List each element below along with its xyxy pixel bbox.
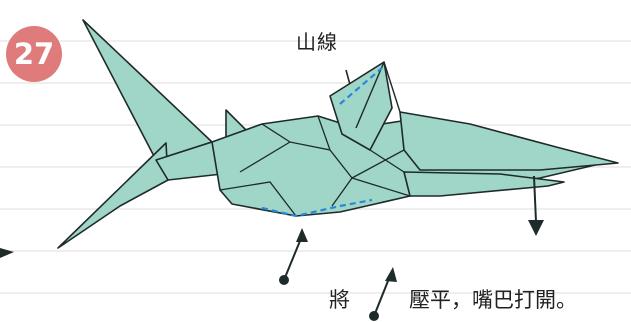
dorsal-fin-crease — [355, 61, 401, 129]
tail-upper-fin — [82, 19, 213, 161]
instruction-text-start: 將 — [329, 288, 350, 312]
body-creases — [219, 115, 411, 217]
push-up-arrow-belly — [279, 228, 308, 285]
edge-arrow-fragment — [0, 248, 14, 258]
instruction-arrow-icon — [369, 267, 397, 321]
step-number: 27 — [13, 37, 55, 71]
tail-lower-fin — [57, 142, 169, 249]
open-mouth-arrow — [528, 175, 544, 236]
upper-jaw — [399, 111, 619, 171]
mountain-fold-label: 山線 — [296, 30, 338, 54]
dorsal-fin — [329, 61, 393, 151]
instruction-text-end: 壓平，嘴巴打開。 — [409, 288, 577, 312]
step-number-badge: 27 — [6, 26, 62, 82]
